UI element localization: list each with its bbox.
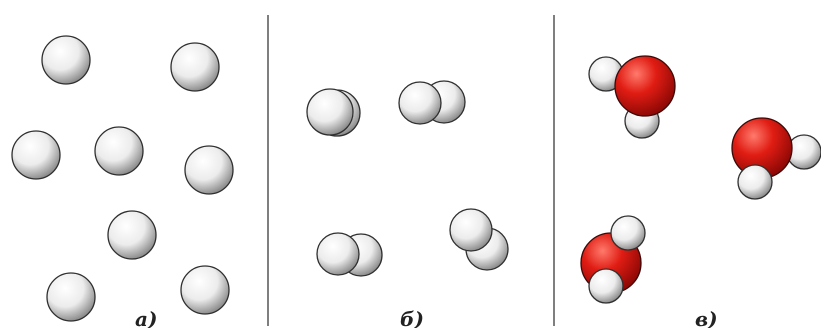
atom <box>47 273 95 321</box>
diatomic-molecule <box>307 89 360 136</box>
panel-b: б) <box>307 81 508 328</box>
panel-label-b: б) <box>400 307 424 328</box>
atom <box>171 43 219 91</box>
atom <box>12 131 60 179</box>
atom <box>95 127 143 175</box>
panel-label-a: а) <box>135 307 157 328</box>
panel-label-v: в) <box>695 307 718 328</box>
atom <box>185 146 233 194</box>
diatomic-molecule <box>317 233 382 276</box>
panel-v: в) <box>581 56 821 328</box>
diatomic-molecule <box>450 209 508 270</box>
panel-a: а) <box>12 36 233 328</box>
triatomic-molecule <box>581 216 645 303</box>
triatomic-molecule <box>732 118 821 199</box>
atom <box>181 266 229 314</box>
diatomic-molecule <box>399 81 465 124</box>
atom <box>42 36 90 84</box>
triatomic-molecule <box>589 56 675 138</box>
atom <box>108 211 156 259</box>
